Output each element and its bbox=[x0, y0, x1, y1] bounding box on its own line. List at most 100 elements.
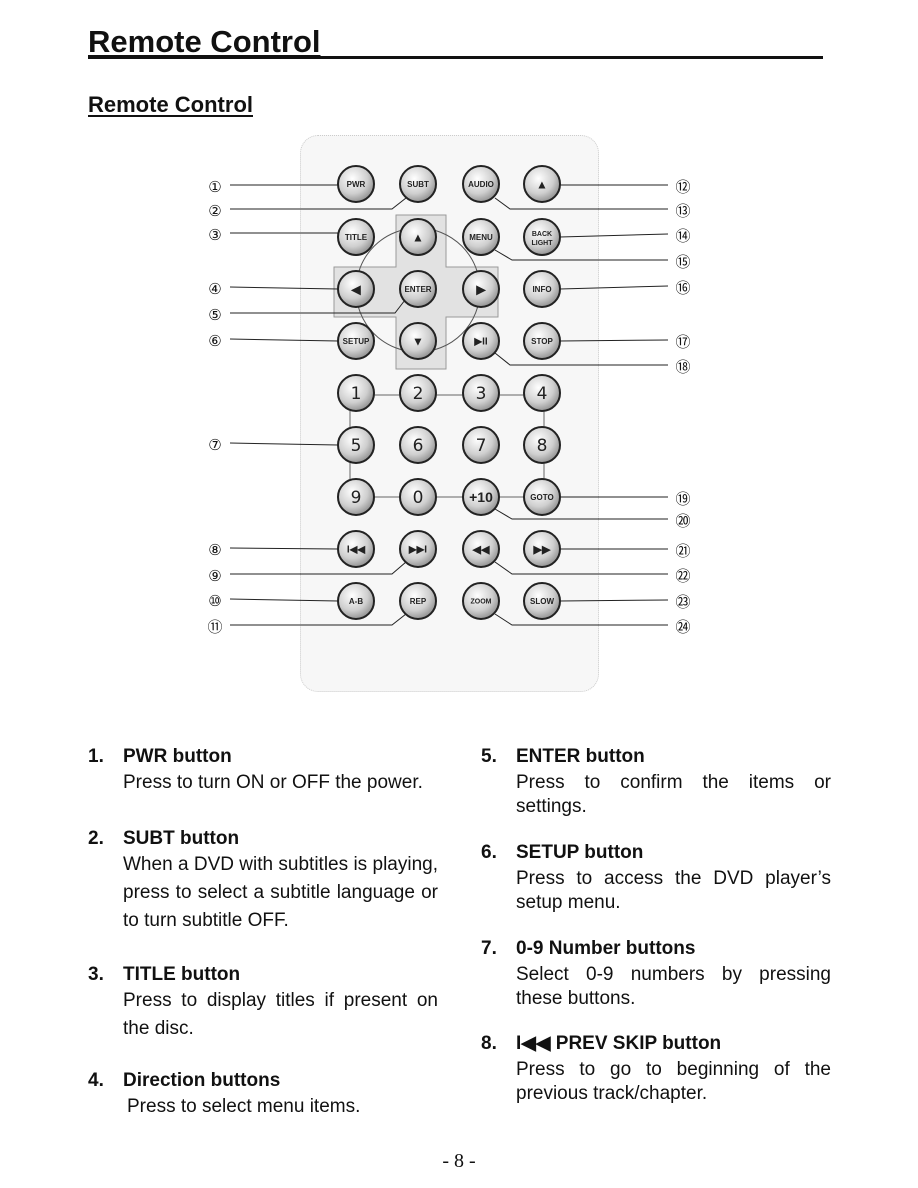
title-button-label: TITLE bbox=[345, 233, 368, 242]
prev-button[interactable]: I◀◀ bbox=[337, 530, 375, 568]
pwr-button-shape bbox=[337, 165, 375, 203]
callout-line bbox=[494, 613, 668, 626]
eject-button[interactable]: ▲ bbox=[523, 165, 561, 203]
subt-button[interactable]: SUBT bbox=[399, 165, 437, 203]
plus10-button[interactable]: +10 bbox=[462, 478, 500, 516]
n1-button-shape bbox=[337, 374, 375, 412]
title-button[interactable]: TITLE bbox=[337, 218, 375, 256]
callout-line bbox=[229, 338, 339, 342]
callout-number: ① bbox=[208, 178, 221, 196]
down-button[interactable]: ▼ bbox=[399, 322, 437, 360]
callout-number: ③ bbox=[208, 226, 221, 244]
callout-number: ⑱ bbox=[675, 358, 690, 376]
callout-number: ⑪ bbox=[207, 618, 222, 636]
n9-button[interactable]: 9 bbox=[337, 478, 375, 516]
right-button[interactable]: ▶ bbox=[462, 270, 500, 308]
rep-button[interactable]: REP bbox=[399, 582, 437, 620]
n3-button[interactable]: 3 bbox=[462, 374, 500, 412]
ff-button[interactable]: ▶▶ bbox=[523, 530, 561, 568]
slow-button[interactable]: SLOW bbox=[523, 582, 561, 620]
info-button[interactable]: INFO bbox=[523, 270, 561, 308]
ab-button-shape bbox=[337, 582, 375, 620]
item-description: Press to go to beginning of the previous… bbox=[516, 1059, 831, 1104]
callout-number: ⑧ bbox=[208, 541, 221, 559]
callout-line bbox=[494, 561, 668, 575]
callout-number: ⑯ bbox=[675, 279, 690, 297]
callout-line bbox=[559, 599, 669, 602]
n7-button-label: 7 bbox=[476, 436, 487, 456]
number-grid-frame bbox=[349, 394, 545, 498]
item-description: Press to display titles if present on th… bbox=[123, 990, 438, 1039]
callout-line bbox=[494, 508, 668, 520]
setup-button[interactable]: SETUP bbox=[337, 322, 375, 360]
item-number: 2. bbox=[88, 828, 104, 849]
zoom-button-label: ZOOM bbox=[471, 599, 492, 606]
callout-line bbox=[229, 547, 339, 550]
goto-button-label: GOTO bbox=[530, 493, 553, 502]
eject-button-label: ▲ bbox=[536, 177, 548, 191]
plus10-button-label: +10 bbox=[469, 489, 493, 505]
playpause-button[interactable]: ▶II bbox=[462, 322, 500, 360]
enter-button[interactable]: ENTER bbox=[399, 270, 437, 308]
n2-button-shape bbox=[399, 374, 437, 412]
next-button[interactable]: ▶▶I bbox=[399, 530, 437, 568]
callout-number: ⑥ bbox=[208, 332, 221, 350]
item-number: 6. bbox=[481, 842, 497, 863]
pwr-button[interactable]: PWR bbox=[337, 165, 375, 203]
n2-button[interactable]: 2 bbox=[399, 374, 437, 412]
left-button[interactable]: ◀ bbox=[337, 270, 375, 308]
menu-button[interactable]: MENU bbox=[462, 218, 500, 256]
title-rule bbox=[88, 56, 823, 59]
n7-button-shape bbox=[462, 426, 500, 464]
item-description: Press to confirm the items or settings. bbox=[516, 772, 831, 817]
callout-number: ㉔ bbox=[675, 618, 690, 636]
rep-button-label: REP bbox=[410, 597, 427, 606]
n9-button-label: 9 bbox=[351, 488, 362, 508]
callout-line bbox=[559, 285, 669, 290]
n5-button[interactable]: 5 bbox=[337, 426, 375, 464]
up-button[interactable]: ▲ bbox=[399, 218, 437, 256]
rew-button[interactable]: ◀◀ bbox=[462, 530, 500, 568]
zoom-button[interactable]: ZOOM bbox=[462, 582, 500, 620]
down-button-shape bbox=[399, 322, 437, 360]
n8-button-label: 8 bbox=[537, 436, 548, 456]
section-title: Remote Control bbox=[88, 92, 253, 117]
callout-line bbox=[230, 197, 407, 210]
right-button-label: ▶ bbox=[475, 282, 486, 296]
n6-button[interactable]: 6 bbox=[399, 426, 437, 464]
item-heading: SETUP button bbox=[516, 842, 644, 863]
n4-button[interactable]: 4 bbox=[523, 374, 561, 412]
page-title: Remote Control bbox=[88, 24, 321, 59]
item-heading: TITLE button bbox=[123, 964, 241, 985]
slow-button-shape bbox=[523, 582, 561, 620]
n3-button-label: 3 bbox=[476, 384, 487, 404]
n8-button[interactable]: 8 bbox=[523, 426, 561, 464]
stop-button[interactable]: STOP bbox=[523, 322, 561, 360]
n1-button[interactable]: 1 bbox=[337, 374, 375, 412]
callout-line bbox=[230, 613, 407, 626]
n0-button[interactable]: 0 bbox=[399, 478, 437, 516]
n6-button-label: 6 bbox=[413, 436, 424, 456]
item-description: Press to select menu items. bbox=[127, 1096, 361, 1117]
n9-button-shape bbox=[337, 478, 375, 516]
n5-button-shape bbox=[337, 426, 375, 464]
menu-button-label: MENU bbox=[469, 233, 493, 242]
menu-button-shape bbox=[462, 218, 500, 256]
item-number: 8. bbox=[481, 1033, 497, 1054]
audio-button[interactable]: AUDIO bbox=[462, 165, 500, 203]
item-number: 3. bbox=[88, 964, 104, 985]
up-button-label: ▲ bbox=[412, 230, 424, 244]
callout-number: ⑲ bbox=[675, 490, 690, 508]
zoom-button-shape bbox=[462, 582, 500, 620]
goto-button[interactable]: GOTO bbox=[523, 478, 561, 516]
n7-button[interactable]: 7 bbox=[462, 426, 500, 464]
callout-number: ⑬ bbox=[675, 202, 690, 220]
item-heading: PWR button bbox=[123, 746, 232, 767]
ab-button[interactable]: A-B bbox=[337, 582, 375, 620]
item-description: When a DVD with subtitles is playing, pr… bbox=[123, 854, 438, 931]
slow-button-label: SLOW bbox=[530, 597, 554, 606]
item-number: 7. bbox=[481, 938, 497, 959]
callout-number: ② bbox=[208, 202, 221, 220]
